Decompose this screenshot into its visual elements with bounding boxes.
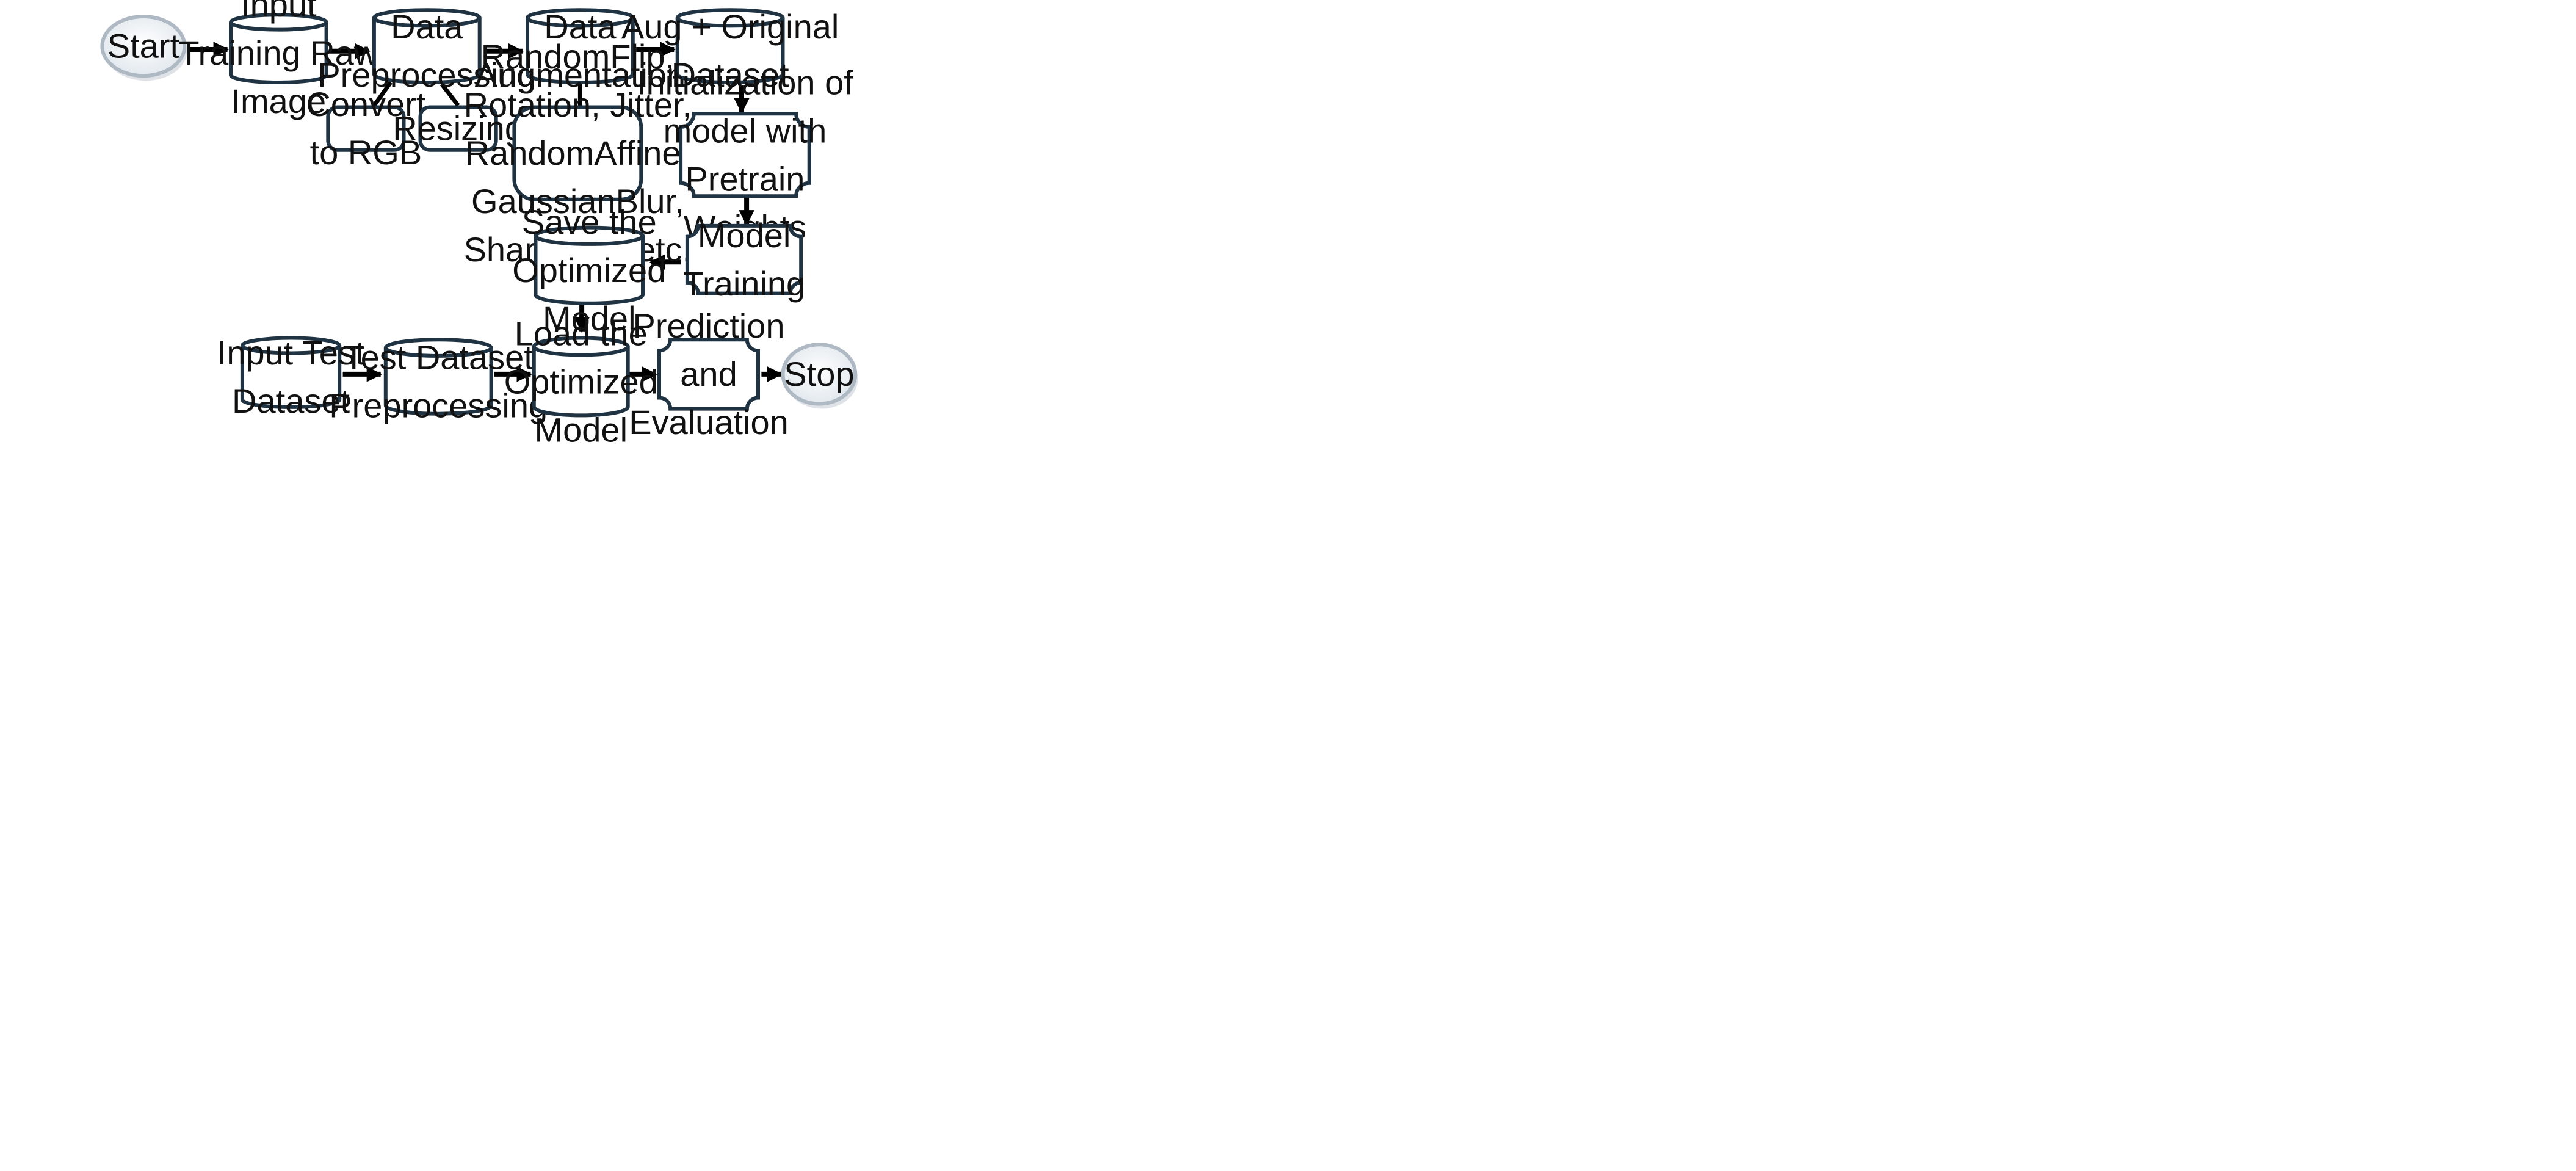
node-start: Start [100,15,187,81]
data-preprocessing-label-line: Data [391,7,463,46]
input-training-label-line: Training Raw [178,34,378,72]
node-stop: Stop [781,343,858,409]
init-model-label-line: Pretrain [685,159,805,198]
test-preprocessing-label-line: Preprocessing [329,386,548,424]
resizing-label-line: Resizing [393,109,524,148]
stop-label-line: Stop [784,355,854,393]
init-model-label-line: model with [664,111,827,150]
convert-rgb-label-line: Convert [306,85,426,123]
node-convert-rgb: Convert to RGB [306,85,426,172]
node-resizing: Resizing [393,105,524,152]
aug-methods-label-line: RandomFlip, [481,37,675,76]
aug-methods-label-line: Rotation, Jitter, [464,85,692,124]
save-model-label-line: Optimized [512,251,666,289]
data-augmentation-label-line: Augmentation [475,56,686,94]
aug-original-label-line: Aug + Original [621,7,839,46]
data-preprocessing-label-line: Preprocessing [317,56,536,94]
init-model-label-line: Initialization of [637,63,853,101]
prediction-label-line: Evaluation [629,403,789,441]
aug-methods-label-line: RandomAffine, [465,134,690,172]
input-test-label-line: Input Test [217,333,365,372]
load-model-label-line: Optimized [504,362,658,401]
test-preprocessing-label-line: Test Dataset [344,338,534,376]
start-label-line: Start [107,27,180,65]
connector-layer [189,42,783,382]
input-training-label-line: Image [231,82,326,120]
model-training-label-line: Model [698,216,791,255]
aug-methods-label-line: GaussianBlur, [471,182,684,220]
input-training-label-line: Input [241,0,317,24]
model-training-label-line: Training [683,264,805,303]
input-test-label-line: Dataset [232,382,350,420]
save-model-label-line: Model [543,299,636,338]
convert-rgb-label-line: to RGB [310,133,422,172]
prediction-label-line: Prediction [632,306,784,345]
prediction-label-line: and [680,355,737,393]
aug-original-label-line: Dataset [671,56,789,94]
load-model-label-line: Model [534,410,628,449]
load-model-label-line: Load the [515,314,648,352]
save-model-label-line: Save the [522,203,657,241]
connector-data-preprocessing-to-convert-rgb [372,81,393,107]
data-augmentation-label-line: Data [544,7,617,46]
connector-data-preprocessing-to-resizing [440,82,460,107]
